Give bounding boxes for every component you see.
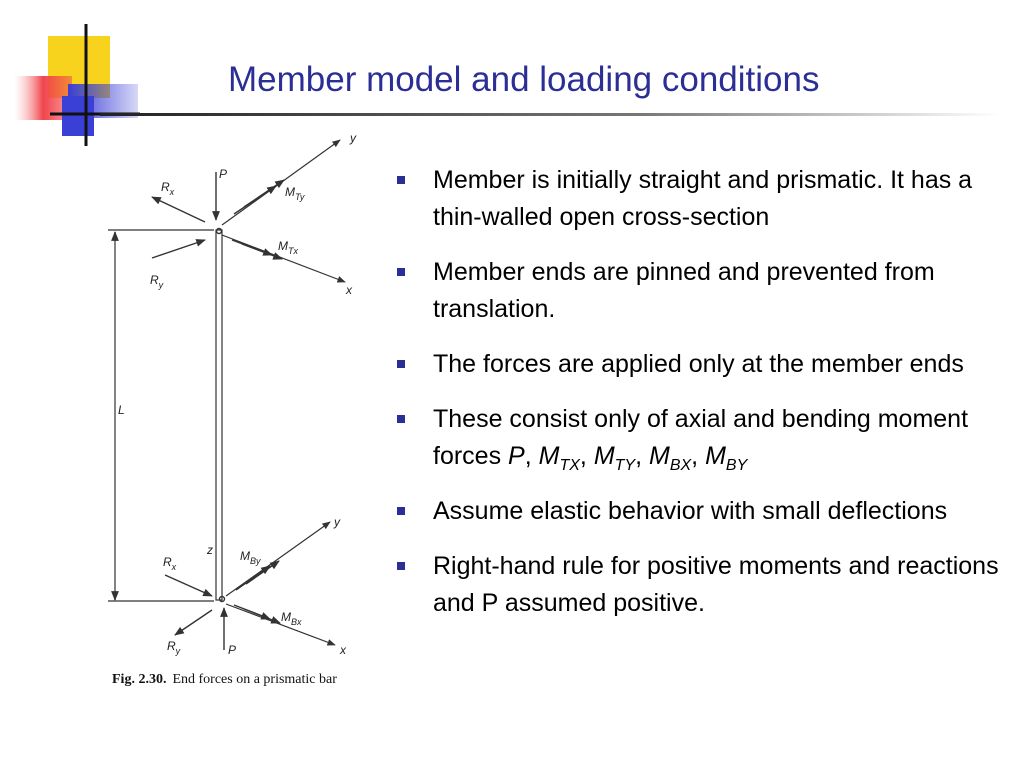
bullet-text: The forces are applied only at the membe… — [433, 350, 964, 378]
figure-number: Fig. 2.30. — [112, 672, 167, 687]
symbol-M-BX: MBX — [649, 442, 692, 474]
bottom-Ry-arrow — [174, 609, 213, 636]
symbol-M-BY: MBY — [705, 442, 748, 474]
bottom-Ry-label: Ry — [167, 639, 181, 656]
bottom-y-label: y — [333, 515, 341, 529]
top-MTx-label: MTx — [278, 239, 298, 256]
bottom-MBy-arrow-2 — [245, 560, 280, 585]
bottom-MBx-arrow-2 — [243, 608, 281, 624]
bullet-item-3: The forces are applied only at the membe… — [395, 346, 1020, 383]
top-MTy-arrow-2 — [243, 179, 285, 208]
bullet-text: Right-hand rule for positive moments and… — [433, 552, 999, 617]
bullet-text: These consist only of axial and bending … — [433, 405, 969, 470]
top-x-label: x — [345, 283, 353, 297]
top-MTx-arrow-2 — [241, 243, 283, 260]
bullet-marker-icon — [397, 176, 405, 184]
bottom-y-axis — [225, 521, 331, 597]
bottom-P-label: P — [228, 643, 236, 657]
figure-caption-text: End forces on a prismatic bar — [172, 672, 337, 687]
bullet-item-1: Member is initially straight and prismat… — [395, 162, 1020, 236]
bottom-z-label: z — [206, 543, 213, 557]
bottom-Rx-arrow — [164, 574, 213, 597]
bullet-list: Member is initially straight and prismat… — [395, 162, 1020, 640]
top-Ry-arrow — [151, 239, 206, 259]
bottom-x-label: x — [339, 643, 347, 657]
top-Rx-label: Rx — [161, 180, 175, 197]
bottom-MBy-arrow — [235, 565, 271, 591]
length-label: L — [118, 403, 125, 417]
bullet-marker-icon — [397, 268, 405, 276]
bottom-Rx-label: Rx — [163, 555, 177, 572]
bullet-item-5: Assume elastic behavior with small defle… — [395, 493, 1020, 530]
top-y-label: y — [349, 131, 357, 145]
bullet-text: Assume elastic behavior with small defle… — [433, 497, 948, 525]
bullet-marker-icon — [397, 507, 405, 515]
member-bar — [215, 229, 223, 601]
top-MTy-label: MTy — [285, 185, 305, 202]
top-x-axis — [221, 234, 346, 283]
bullet-marker-icon — [397, 360, 405, 368]
figure-caption: Fig. 2.30. End forces on a prismatic bar — [112, 672, 337, 688]
symbol-M-TX: MTX — [538, 442, 580, 474]
symbol-M-TY: MTY — [593, 442, 636, 474]
bottom-MBy-label: MBy — [240, 549, 261, 566]
bullet-item-2: Member ends are pinned and prevented fro… — [395, 254, 1020, 328]
bullet-text: Member ends are pinned and prevented fro… — [433, 258, 935, 323]
top-P-label: P — [219, 167, 227, 181]
title-underline — [100, 113, 1000, 116]
symbol-P: P — [508, 442, 525, 470]
slide-title: Member model and loading conditions — [228, 60, 820, 99]
bullet-item-6: Right-hand rule for positive moments and… — [395, 548, 1020, 622]
bullet-item-4: These consist only of axial and bending … — [395, 401, 1020, 475]
bottom-MBx-label: MBx — [281, 610, 302, 627]
top-Ry-label: Ry — [150, 273, 164, 290]
bullet-text: Member is initially straight and prismat… — [433, 166, 973, 231]
bottom-x-axis — [225, 603, 336, 646]
bullet-marker-icon — [397, 562, 405, 570]
bullet-marker-icon — [397, 415, 405, 423]
end-forces-figure: y x P Rx Ry MTy MTx L y x z P Rx Ry MBy … — [108, 131, 357, 657]
top-Rx-arrow — [151, 196, 206, 223]
logo-blue-square — [62, 96, 94, 136]
